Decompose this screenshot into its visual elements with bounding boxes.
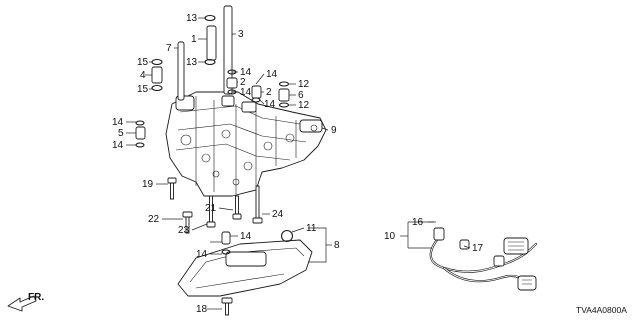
- callout-15: 15: [137, 84, 149, 95]
- bolts: [167, 177, 263, 316]
- callout-15: 15: [137, 57, 149, 68]
- callout-22: 23: [178, 225, 190, 236]
- callout-numbers: 13 1 3 7 13 15 4 15 14 2 14 14 2 14 12 6…: [112, 13, 484, 315]
- callout-14: 14: [112, 140, 124, 151]
- callout-19: 19: [142, 179, 154, 190]
- callout-20: 21: [205, 203, 217, 214]
- small-components: [135, 14, 290, 148]
- callout-8: 8: [334, 240, 340, 251]
- callout-2: 2: [240, 77, 246, 88]
- callout-6: 6: [298, 90, 304, 101]
- callout-2: 2: [266, 87, 272, 98]
- callout-12: 12: [298, 100, 310, 111]
- pipes: [177, 5, 233, 101]
- leader-lines: [126, 17, 471, 310]
- callout-14: 14: [264, 99, 276, 110]
- callout-1: 1: [191, 34, 197, 45]
- diagram-code: TVA4A0800A: [576, 305, 627, 315]
- callout-11: 11: [306, 223, 317, 234]
- callout-14: 14: [112, 117, 124, 128]
- callout-16: 16: [412, 217, 424, 228]
- callout-3: 3: [238, 29, 244, 40]
- callout-9: 9: [331, 125, 337, 136]
- callout-4: 4: [140, 70, 146, 81]
- direction-label: FR.: [28, 292, 44, 303]
- callout-14: 14: [196, 249, 208, 260]
- callout-18: 18: [196, 304, 208, 315]
- callout-23: 24: [272, 209, 284, 220]
- callout-5: 5: [118, 128, 124, 139]
- valve-body-assembly: [165, 91, 327, 197]
- front-direction-arrow: FR.: [7, 292, 44, 312]
- callout-14: 14: [240, 231, 252, 242]
- callout-14: 14: [240, 87, 252, 98]
- callout-13: 13: [186, 57, 198, 68]
- callout-7: 7: [166, 43, 172, 54]
- callout-14: 14: [240, 67, 252, 78]
- callout-13: 13: [186, 13, 198, 24]
- callout-17: 17: [472, 243, 484, 254]
- callout-14: 14: [266, 69, 278, 80]
- wire-harness: [429, 227, 538, 291]
- callout-10: 10: [384, 231, 396, 242]
- callout-12: 12: [298, 79, 310, 90]
- callout-21: 22: [148, 214, 160, 225]
